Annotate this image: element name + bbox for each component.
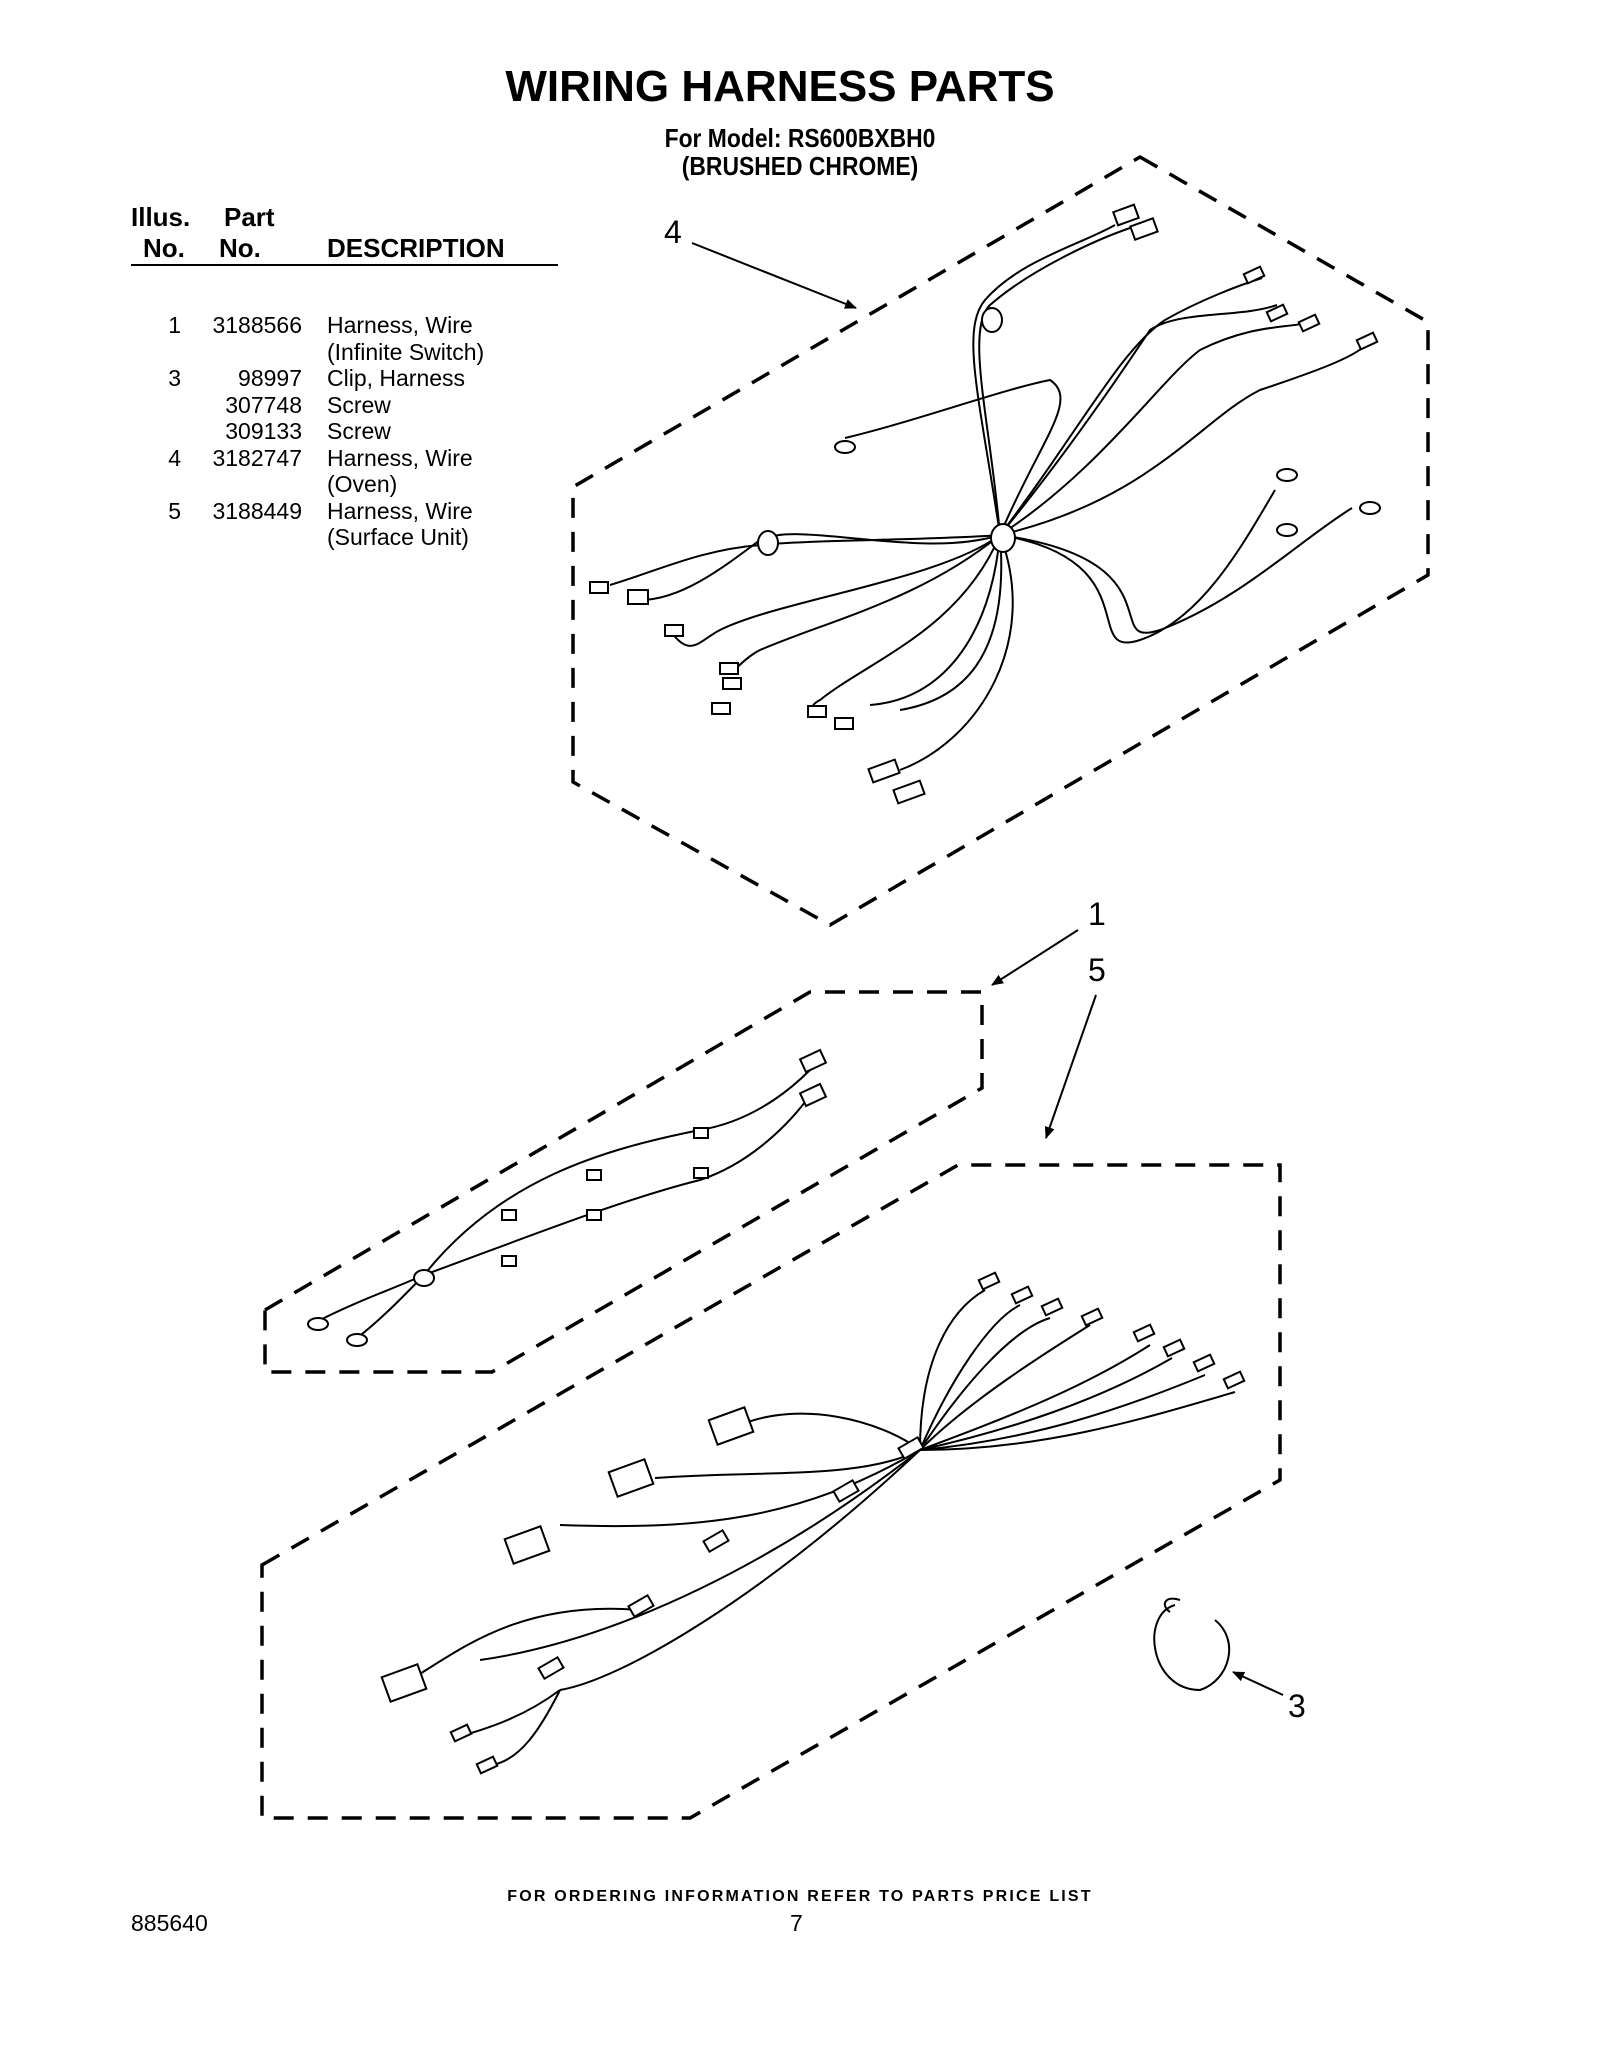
leader-line-5	[1044, 994, 1097, 1139]
illus-no: 3	[168, 365, 181, 391]
header-illus-line2: No.	[143, 233, 185, 263]
part-desc: (Surface Unit)	[327, 524, 469, 550]
leader-line-4	[691, 242, 857, 309]
part-no: 3182747	[212, 444, 302, 471]
illus-no: 1	[168, 312, 181, 338]
surface-harness-group	[260, 1163, 1282, 1820]
harness-clip	[1153, 1597, 1231, 1692]
model-number: For Model: RS600BXBH0	[664, 123, 936, 153]
part-no: 3188566	[212, 312, 302, 338]
part-desc: Harness, Wire	[327, 497, 473, 524]
part-desc: (Infinite Switch)	[327, 338, 485, 365]
oven-harness-wires	[609, 224, 1369, 771]
part-desc: Clip, Harness	[327, 365, 466, 391]
header-part-line1: Part	[224, 202, 275, 232]
part-no: 307748	[225, 391, 302, 418]
page-title: WIRING HARNESS PARTS	[505, 62, 1055, 111]
model-finish: (BRUSHED CHROME)	[681, 151, 919, 181]
callout-5: 5	[1088, 952, 1106, 988]
oven-harness-group	[571, 154, 1430, 928]
header-part-line2: No.	[219, 233, 261, 263]
part-desc: (Oven)	[327, 471, 398, 497]
header-rule	[131, 264, 558, 266]
illus-no: 4	[168, 444, 181, 471]
header-description: DESCRIPTION	[327, 233, 505, 263]
callout-3: 3	[1288, 1688, 1306, 1724]
switch-harness-boundary	[263, 990, 984, 1374]
callout-4: 4	[664, 214, 682, 250]
illus-no: 5	[168, 497, 181, 524]
leader-lines	[691, 242, 1284, 1696]
leader-line-1	[991, 929, 1079, 986]
part-no: 98997	[238, 365, 302, 391]
ordering-note: FOR ORDERING INFORMATION REFER TO PARTS …	[507, 1888, 1093, 1905]
model-info: For Model: RS600BXBH0 (BRUSHED CHROME)	[0, 124, 1600, 180]
surface-harness-boundary	[260, 1163, 1282, 1820]
oven-harness-connectors	[589, 203, 1381, 805]
part-desc: Screw	[327, 391, 391, 418]
callout-1: 1	[1088, 896, 1106, 932]
part-no: 309133	[225, 418, 302, 444]
document-number: 885640	[131, 1910, 208, 1936]
switch-harness-group	[263, 990, 984, 1374]
switch-harness-wires	[319, 1069, 811, 1339]
part-desc: Harness, Wire	[327, 444, 473, 471]
surface-harness-connectors	[380, 1271, 1246, 1775]
part-no: 3188449	[212, 497, 302, 524]
header-illus-line1: Illus.	[131, 202, 191, 232]
surface-harness-wires	[409, 1289, 1236, 1766]
page-number: 7	[790, 1910, 803, 1936]
oven-harness-boundary	[571, 154, 1430, 928]
leader-line-3	[1232, 1671, 1284, 1696]
part-desc: Harness, Wire	[327, 312, 473, 338]
part-desc: Screw	[327, 418, 391, 444]
switch-harness-connectors	[307, 1048, 828, 1347]
